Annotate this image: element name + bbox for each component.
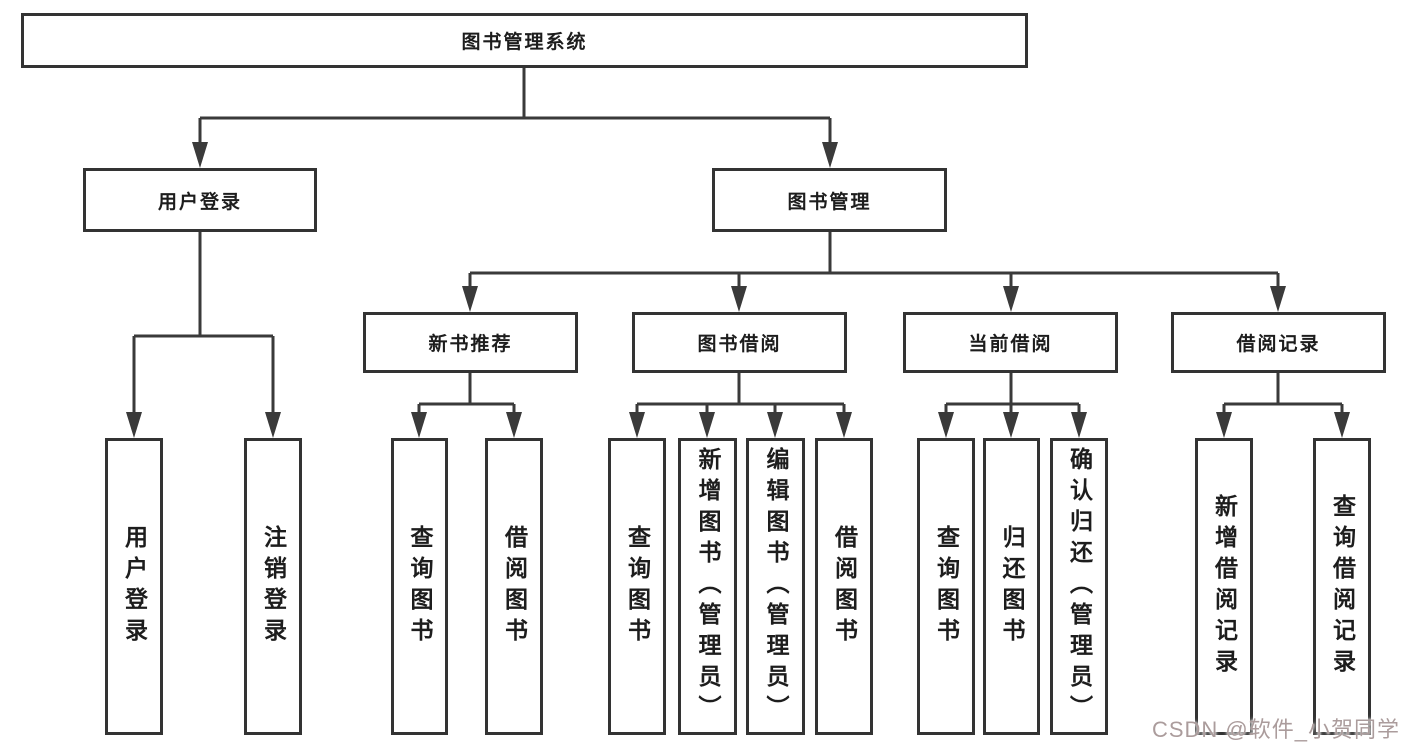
leaf-edit-books-admin-label: 编辑图书（管理员） bbox=[763, 447, 789, 726]
leaf-return-books-label: 归还图书 bbox=[999, 524, 1025, 649]
csdn-watermark: CSDN @软件_小贺同学 bbox=[1151, 717, 1400, 742]
leaf-query-books-label: 查询图书 bbox=[624, 524, 651, 649]
leaf-user-login: 用户登录 bbox=[105, 438, 163, 735]
leaf-add-books-admin: 新增图书（管理员） bbox=[678, 438, 737, 735]
leaf-logout: 注销登录 bbox=[244, 438, 302, 735]
node-borrowing-records: 借阅记录 bbox=[1171, 312, 1386, 373]
node-user-login: 用户登录 bbox=[83, 168, 317, 232]
leaf-query-books-label: 查询图书 bbox=[407, 524, 433, 649]
leaf-add-books-admin-label: 新增图书（管理员） bbox=[695, 447, 721, 726]
node-borrowing-records-label: 借阅记录 bbox=[1236, 334, 1321, 355]
node-new-book-recommend-label: 新书推荐 bbox=[428, 334, 513, 355]
node-book-management-label: 图书管理 bbox=[787, 191, 872, 213]
leaf-query-books-label: 查询图书 bbox=[933, 524, 960, 649]
node-book-borrowing-label: 图书借阅 bbox=[697, 334, 782, 355]
leaf-query-books: 查询图书 bbox=[608, 438, 666, 735]
node-root: 图书管理系统 bbox=[21, 13, 1028, 68]
node-current-borrowing-label: 当前借阅 bbox=[968, 334, 1053, 355]
leaf-borrow-books-label: 借阅图书 bbox=[831, 524, 858, 649]
leaf-edit-books-admin: 编辑图书（管理员） bbox=[746, 438, 805, 735]
node-book-borrowing: 图书借阅 bbox=[632, 312, 847, 373]
leaf-confirm-return-admin: 确认归还（管理员） bbox=[1050, 438, 1108, 735]
leaf-query-borrow-record-label: 查询借阅记录 bbox=[1329, 493, 1356, 680]
leaf-borrow-books-label: 借阅图书 bbox=[501, 524, 528, 649]
node-root-label: 图书管理系统 bbox=[461, 32, 588, 53]
leaf-user-login-label: 用户登录 bbox=[121, 524, 148, 649]
node-user-login-label: 用户登录 bbox=[157, 191, 242, 213]
leaf-borrow-books: 借阅图书 bbox=[485, 438, 543, 735]
leaf-return-books: 归还图书 bbox=[983, 438, 1040, 735]
leaf-logout-label: 注销登录 bbox=[260, 524, 287, 649]
node-new-book-recommend: 新书推荐 bbox=[363, 312, 578, 373]
node-book-management: 图书管理 bbox=[712, 168, 947, 232]
leaf-query-books: 查询图书 bbox=[917, 438, 975, 735]
leaf-query-books: 查询图书 bbox=[391, 438, 448, 735]
node-current-borrowing: 当前借阅 bbox=[903, 312, 1118, 373]
leaf-add-borrow-record: 新增借阅记录 bbox=[1195, 438, 1253, 735]
leaf-confirm-return-admin-label: 确认归还（管理员） bbox=[1066, 447, 1093, 726]
leaf-query-borrow-record: 查询借阅记录 bbox=[1313, 438, 1371, 735]
connector-path bbox=[132, 68, 1344, 416]
leaf-borrow-books: 借阅图书 bbox=[815, 438, 873, 735]
leaf-add-borrow-record-label: 新增借阅记录 bbox=[1211, 493, 1238, 680]
